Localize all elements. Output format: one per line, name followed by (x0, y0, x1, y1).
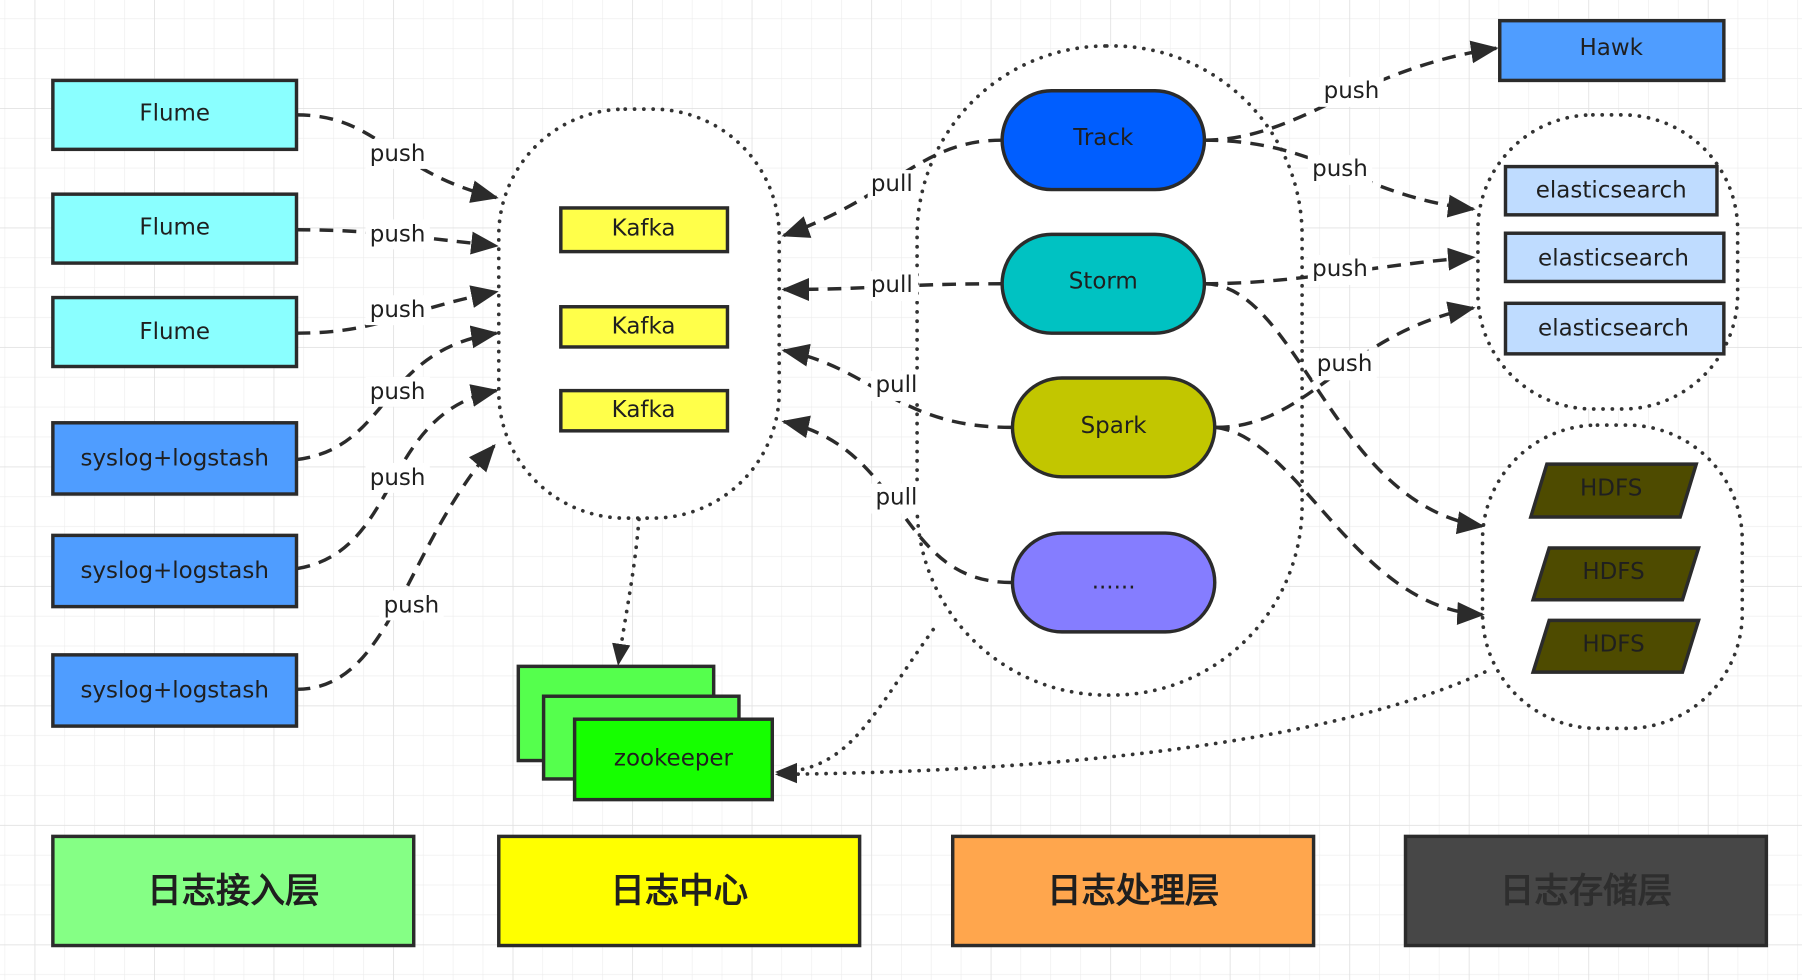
edge-more-kafka (781, 415, 1012, 585)
svg-text:syslog+logstash: syslog+logstash (80, 445, 268, 471)
svg-text:Track: Track (1072, 125, 1134, 151)
svg-text:Flume: Flume (139, 319, 210, 345)
edge-storm-hdfs (1204, 282, 1485, 535)
svg-text:HDFS: HDFS (1580, 475, 1642, 501)
kafka-node[interactable]: Kafka (559, 388, 730, 433)
svg-text:HDFS: HDFS (1582, 632, 1644, 658)
edge-label-push: push (1317, 351, 1373, 377)
svg-text:Spark: Spark (1081, 413, 1148, 439)
kafka-node[interactable]: Kafka (559, 305, 730, 349)
legend: 日志接入层 日志中心 日志处理层 日志存储层 (51, 834, 1769, 948)
svg-text:日志中心: 日志中心 (610, 872, 748, 912)
flume-node[interactable]: Flume (51, 295, 299, 369)
edge-processing-zookeeper (775, 627, 936, 782)
edge-storm-es (1204, 247, 1476, 286)
edge-spark-kafka (781, 343, 1012, 430)
edge-syslog1-kafka (296, 325, 499, 462)
edge-flume2-kafka (296, 228, 499, 255)
track-node[interactable]: Track (1000, 89, 1207, 192)
spark-node[interactable]: Spark (1010, 376, 1217, 479)
legend-access-layer: 日志接入层 (51, 834, 416, 948)
edge-label-push: push (370, 297, 426, 323)
edge-spark-es (1215, 301, 1476, 430)
edge-label-push: push (370, 141, 426, 167)
edge-label-pull: pull (871, 171, 913, 197)
svg-text:Hawk: Hawk (1580, 35, 1644, 61)
elasticsearch-node[interactable]: elasticsearch (1503, 164, 1719, 217)
storage-layer: Hawk elasticsearch elasticsearch elastic… (1498, 18, 1726, 674)
pull-labels: pull pull pull pull (867, 170, 922, 514)
elasticsearch-node[interactable]: elasticsearch (1503, 231, 1726, 284)
svg-text:elasticsearch: elasticsearch (1538, 316, 1689, 342)
edge-label-push: push (384, 592, 440, 618)
svg-text:elasticsearch: elasticsearch (1536, 178, 1687, 204)
syslog-logstash-node[interactable]: syslog+logstash (51, 421, 299, 496)
svg-text:elasticsearch: elasticsearch (1538, 246, 1689, 272)
processing-layer: Track Storm Spark ...... (1000, 89, 1217, 634)
svg-text:日志处理层: 日志处理层 (1047, 872, 1219, 912)
push-labels-access: push push push push push push (365, 139, 444, 621)
hdfs-node[interactable]: HDFS (1530, 546, 1701, 602)
svg-text:zookeeper: zookeeper (614, 745, 734, 771)
svg-text:日志存储层: 日志存储层 (1500, 872, 1672, 912)
edge-syslog3-kafka (296, 444, 496, 692)
access-layer: Flume Flume Flume syslog+logstash syslog… (51, 78, 299, 728)
hawk-node[interactable]: Hawk (1498, 18, 1726, 83)
legend-storage-layer: 日志存储层 (1403, 834, 1769, 948)
svg-text:syslog+logstash: syslog+logstash (80, 677, 268, 703)
kafka-node[interactable]: Kafka (559, 206, 730, 254)
svg-text:Storm: Storm (1069, 268, 1138, 294)
push-labels-storage: push push push push (1307, 76, 1384, 381)
log-center: Kafka Kafka Kafka zookeeper (516, 206, 775, 802)
svg-text:Flume: Flume (139, 214, 210, 240)
edge-storage-zookeeper (775, 670, 1487, 784)
legend-processing-layer: 日志处理层 (950, 834, 1316, 948)
flume-node[interactable]: Flume (51, 192, 299, 265)
edge-label-push: push (1312, 156, 1368, 182)
edge-label-pull: pull (871, 272, 913, 298)
flume-node[interactable]: Flume (51, 78, 299, 152)
svg-text:......: ...... (1092, 568, 1136, 594)
svg-text:Kafka: Kafka (612, 216, 676, 242)
syslog-logstash-node[interactable]: syslog+logstash (51, 533, 299, 609)
edge-syslog2-kafka (296, 384, 499, 571)
svg-text:Kafka: Kafka (612, 313, 676, 339)
edge-label-push: push (370, 221, 426, 247)
edge-label-push: push (1324, 78, 1380, 104)
svg-text:Kafka: Kafka (612, 397, 676, 423)
more-processing-node[interactable]: ...... (1010, 531, 1217, 634)
edge-label-push: push (370, 379, 426, 405)
edge-label-pull: pull (875, 372, 917, 398)
edge-kafka-zookeeper (612, 517, 641, 666)
hdfs-node[interactable]: HDFS (1530, 618, 1701, 674)
hdfs-node[interactable]: HDFS (1528, 462, 1699, 519)
svg-text:日志接入层: 日志接入层 (147, 872, 319, 912)
edge-track-hawk (1204, 40, 1499, 142)
storm-node[interactable]: Storm (1000, 232, 1207, 335)
edge-label-pull: pull (875, 484, 917, 510)
elasticsearch-node[interactable]: elasticsearch (1503, 301, 1726, 356)
edge-label-push: push (1312, 256, 1368, 282)
edge-spark-hdfs (1215, 425, 1485, 625)
legend-log-center: 日志中心 (497, 834, 862, 948)
svg-text:syslog+logstash: syslog+logstash (80, 558, 268, 584)
zookeeper-card-front (572, 717, 775, 802)
svg-text:HDFS: HDFS (1582, 559, 1644, 585)
processing-group (915, 44, 1304, 697)
syslog-logstash-node[interactable]: syslog+logstash (51, 653, 299, 728)
zookeeper-stack[interactable]: zookeeper (516, 664, 775, 802)
edge-label-push: push (370, 465, 426, 491)
svg-text:Flume: Flume (139, 101, 210, 127)
